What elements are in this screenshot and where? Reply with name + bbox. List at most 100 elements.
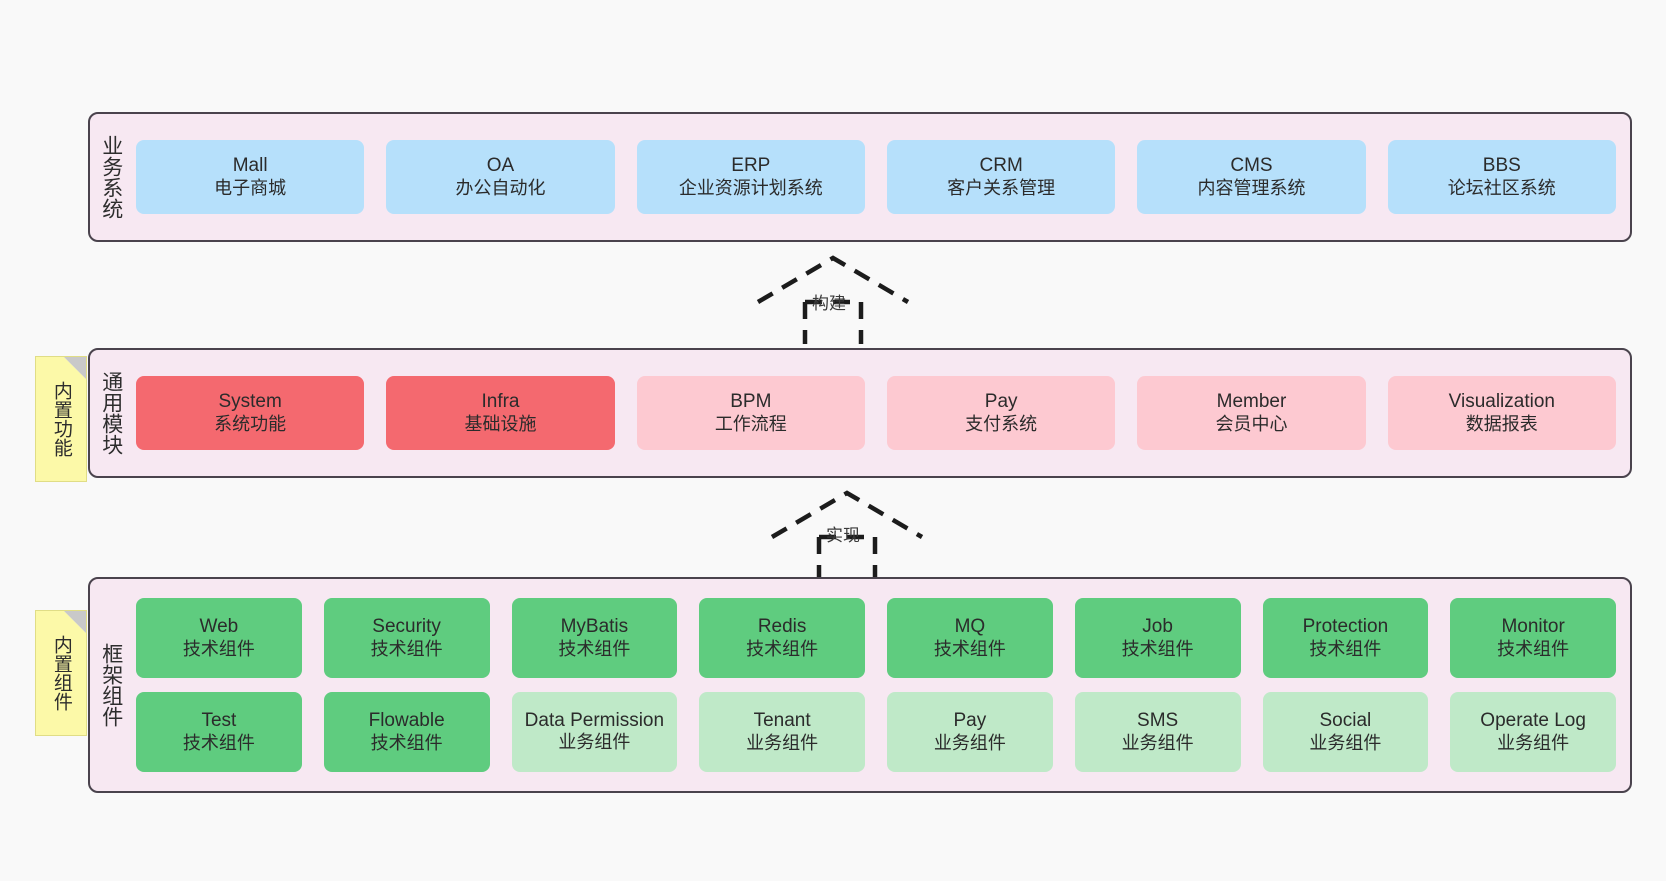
cell-sms[interactable]: SMS 业务组件 bbox=[1074, 692, 1241, 772]
cell-row: System 系统功能 Infra 基础设施 BPM 工作流程 Pay 支付系统… bbox=[136, 376, 1616, 450]
cell-title: BBS bbox=[1482, 154, 1521, 176]
cell-title: Visualization bbox=[1448, 390, 1555, 412]
cell-subtitle: 论坛社区系统 bbox=[1447, 177, 1556, 198]
cell-bpm[interactable]: BPM 工作流程 bbox=[636, 376, 865, 450]
cell-monitor[interactable]: Monitor 技术组件 bbox=[1450, 598, 1616, 678]
cell-subtitle: 技术组件 bbox=[182, 638, 255, 659]
cell-subtitle: 技术组件 bbox=[746, 638, 819, 659]
layer-common-cells: System 系统功能 Infra 基础设施 BPM 工作流程 Pay 支付系统… bbox=[132, 350, 1630, 476]
cell-title: Test bbox=[201, 709, 237, 731]
cell-web[interactable]: Web 技术组件 bbox=[136, 598, 302, 678]
cell-mall[interactable]: Mall 电子商城 bbox=[136, 140, 365, 214]
cell-title: ERP bbox=[731, 154, 771, 176]
cell-title: MyBatis bbox=[560, 615, 629, 637]
cell-tenant[interactable]: Tenant 业务组件 bbox=[699, 692, 865, 772]
cell-row: Web 技术组件 Security 技术组件 MyBatis 技术组件 Redi… bbox=[136, 598, 1616, 678]
cell-test[interactable]: Test 技术组件 bbox=[136, 692, 302, 772]
cell-member[interactable]: Member 会员中心 bbox=[1137, 376, 1366, 450]
cell-data-permission[interactable]: Data Permission 业务组件 bbox=[511, 692, 678, 772]
cell-row: Test 技术组件 Flowable 技术组件 Data Permission … bbox=[136, 692, 1616, 772]
cell-social[interactable]: Social 业务组件 bbox=[1262, 692, 1429, 772]
layer-business-cells: Mall 电子商城 OA 办公自动化 ERP 企业资源计划系统 CRM 客户关系… bbox=[132, 114, 1630, 240]
layer-framework-cells: Web 技术组件 Security 技术组件 MyBatis 技术组件 Redi… bbox=[132, 579, 1630, 791]
cell-title: CMS bbox=[1230, 154, 1273, 176]
layer-common-modules: 通用模块 System 系统功能 Infra 基础设施 BPM 工作流程 Pay… bbox=[88, 348, 1632, 478]
cell-flowable[interactable]: Flowable 技术组件 bbox=[323, 692, 490, 772]
cell-subtitle: 技术组件 bbox=[182, 732, 255, 753]
cell-title: Member bbox=[1216, 390, 1287, 412]
cell-subtitle: 技术组件 bbox=[558, 638, 631, 659]
cell-subtitle: 会员中心 bbox=[1215, 413, 1288, 434]
cell-security[interactable]: Security 技术组件 bbox=[323, 598, 490, 678]
cell-visualization[interactable]: Visualization 数据报表 bbox=[1387, 376, 1616, 450]
cell-infra[interactable]: Infra 基础设施 bbox=[386, 376, 615, 450]
cell-title: System bbox=[218, 390, 282, 412]
cell-cms[interactable]: CMS 内容管理系统 bbox=[1137, 140, 1366, 214]
layer-title-common-modules: 通用模块 bbox=[99, 371, 123, 455]
cell-title: Tenant bbox=[753, 709, 811, 731]
cell-subtitle: 业务组件 bbox=[1497, 732, 1570, 753]
cell-title: Infra bbox=[481, 390, 520, 412]
cell-oa[interactable]: OA 办公自动化 bbox=[386, 140, 615, 214]
cell-title: Pay bbox=[953, 709, 987, 731]
cell-subtitle: 客户关系管理 bbox=[947, 177, 1056, 198]
cell-subtitle: 企业资源计划系统 bbox=[678, 177, 823, 198]
cell-title: OA bbox=[486, 154, 515, 176]
cell-subtitle: 系统功能 bbox=[214, 413, 287, 434]
cell-job[interactable]: Job 技术组件 bbox=[1074, 598, 1241, 678]
layer-title-business-systems: 业务系统 bbox=[99, 135, 123, 219]
cell-title: MQ bbox=[954, 615, 986, 637]
cell-subtitle: 业务组件 bbox=[746, 732, 819, 753]
cell-subtitle: 工作流程 bbox=[714, 413, 787, 434]
cell-protection[interactable]: Protection 技术组件 bbox=[1262, 598, 1429, 678]
cell-subtitle: 技术组件 bbox=[370, 732, 443, 753]
sticky-note-builtin-functions: 内置功能 bbox=[35, 356, 87, 482]
cell-title: BPM bbox=[730, 390, 772, 412]
cell-title: Social bbox=[1319, 709, 1372, 731]
cell-subtitle: 业务组件 bbox=[1309, 732, 1382, 753]
cell-pay-component[interactable]: Pay 业务组件 bbox=[887, 692, 1053, 772]
cell-title: Flowable bbox=[368, 709, 445, 731]
arrow-label-realize: 实现 bbox=[826, 526, 860, 545]
cell-pay-module[interactable]: Pay 支付系统 bbox=[886, 376, 1116, 450]
cell-subtitle: 技术组件 bbox=[1309, 638, 1382, 659]
cell-title: Operate Log bbox=[1480, 709, 1586, 731]
cell-subtitle: 技术组件 bbox=[1497, 638, 1570, 659]
cell-title: Pay bbox=[984, 390, 1018, 412]
cell-title: SMS bbox=[1137, 709, 1179, 731]
layer-business-systems: 业务系统 Mall 电子商城 OA 办公自动化 ERP 企业资源计划系统 CRM… bbox=[88, 112, 1632, 242]
cell-title: Protection bbox=[1302, 615, 1389, 637]
cell-title: Monitor bbox=[1501, 615, 1565, 637]
layer-title-framework-components: 框架组件 bbox=[99, 643, 123, 727]
cell-erp[interactable]: ERP 企业资源计划系统 bbox=[636, 140, 865, 214]
cell-title: Redis bbox=[757, 615, 807, 637]
cell-subtitle: 技术组件 bbox=[1121, 638, 1194, 659]
sticky-note-builtin-components: 内置组件 bbox=[35, 610, 87, 736]
cell-mybatis[interactable]: MyBatis 技术组件 bbox=[511, 598, 678, 678]
cell-title: Web bbox=[199, 615, 239, 637]
cell-operate-log[interactable]: Operate Log 业务组件 bbox=[1450, 692, 1616, 772]
cell-subtitle: 支付系统 bbox=[965, 413, 1038, 434]
cell-mq[interactable]: MQ 技术组件 bbox=[887, 598, 1053, 678]
cell-title: Security bbox=[372, 615, 441, 637]
cell-subtitle: 数据报表 bbox=[1465, 413, 1538, 434]
cell-title: Mall bbox=[232, 154, 268, 176]
cell-subtitle: 业务组件 bbox=[933, 732, 1006, 753]
cell-row: Mall 电子商城 OA 办公自动化 ERP 企业资源计划系统 CRM 客户关系… bbox=[136, 140, 1616, 214]
cell-subtitle: 技术组件 bbox=[370, 638, 443, 659]
cell-subtitle: 内容管理系统 bbox=[1197, 177, 1306, 198]
cell-bbs[interactable]: BBS 论坛社区系统 bbox=[1387, 140, 1616, 214]
cell-redis[interactable]: Redis 技术组件 bbox=[699, 598, 865, 678]
cell-subtitle: 业务组件 bbox=[558, 732, 631, 753]
cell-subtitle: 业务组件 bbox=[1121, 732, 1194, 753]
layer-framework-components: 框架组件 Web 技术组件 Security 技术组件 MyBatis 技术组件… bbox=[88, 577, 1632, 793]
cell-title: CRM bbox=[979, 154, 1023, 176]
arrow-label-build: 构建 bbox=[812, 294, 846, 313]
cell-title: Data Permission bbox=[524, 710, 665, 732]
cell-system[interactable]: System 系统功能 bbox=[136, 376, 365, 450]
cell-title: Job bbox=[1142, 615, 1173, 637]
cell-crm[interactable]: CRM 客户关系管理 bbox=[886, 140, 1116, 214]
cell-subtitle: 电子商城 bbox=[214, 177, 287, 198]
cell-subtitle: 技术组件 bbox=[933, 638, 1006, 659]
